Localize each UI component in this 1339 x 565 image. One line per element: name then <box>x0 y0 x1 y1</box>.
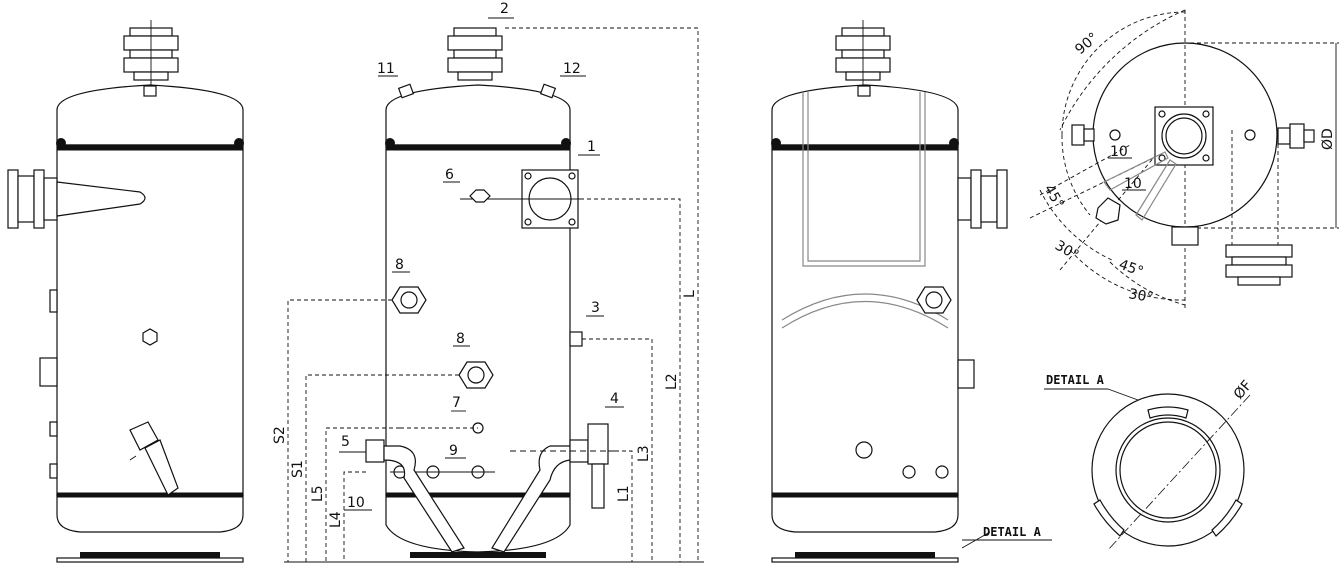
dim-S1: S1 <box>290 460 306 478</box>
dim-L4: L4 <box>328 511 344 528</box>
detail-a <box>1044 388 1251 551</box>
dim-L2: L2 <box>664 373 680 390</box>
angle-45-right: 45° <box>1117 257 1146 281</box>
callout-9: 9 <box>449 443 458 459</box>
callout-labels: 2 11 12 1 6 8 8 3 4 7 5 9 10 <box>339 1 624 511</box>
side-view-front <box>365 27 620 558</box>
dim-S2: S2 <box>272 426 288 444</box>
callout-4: 4 <box>610 391 619 407</box>
dim-L: L <box>682 290 698 298</box>
dim-L3: L3 <box>636 445 652 462</box>
callout-12: 12 <box>563 61 581 77</box>
angle-45-left: 45° <box>1041 182 1067 212</box>
callout-11: 11 <box>377 61 395 77</box>
side-view-right <box>771 20 1052 563</box>
tag-10b: 10 <box>1124 176 1142 192</box>
angle-30-left: 30° <box>1052 238 1082 264</box>
angle-90: 90° <box>1072 30 1101 58</box>
callout-2: 2 <box>500 1 509 17</box>
detail-a-reference: DETAIL A <box>983 525 1042 539</box>
callout-7: 7 <box>452 395 461 411</box>
callout-5: 5 <box>341 434 350 450</box>
dimension-labels: L L2 L3 L1 S2 S1 L5 L4 <box>272 290 698 528</box>
angle-30-right: 30° <box>1127 286 1154 306</box>
callout-10: 10 <box>347 495 365 511</box>
dim-L5: L5 <box>310 485 326 502</box>
dim-L1: L1 <box>616 485 632 502</box>
callout-3: 3 <box>591 300 600 316</box>
tag-10a: 10 <box>1110 144 1128 160</box>
dimension-lines <box>284 27 704 563</box>
diameter-F: ØF <box>1231 378 1256 403</box>
callout-8a: 8 <box>395 257 404 273</box>
diameter-D: ØD <box>1320 128 1336 150</box>
callout-6: 6 <box>445 167 454 183</box>
callout-1: 1 <box>587 139 596 155</box>
detail-a-title: DETAIL A <box>1046 373 1105 387</box>
callout-8b: 8 <box>456 331 465 347</box>
top-view <box>1029 9 1339 310</box>
side-view-left <box>7 20 244 563</box>
